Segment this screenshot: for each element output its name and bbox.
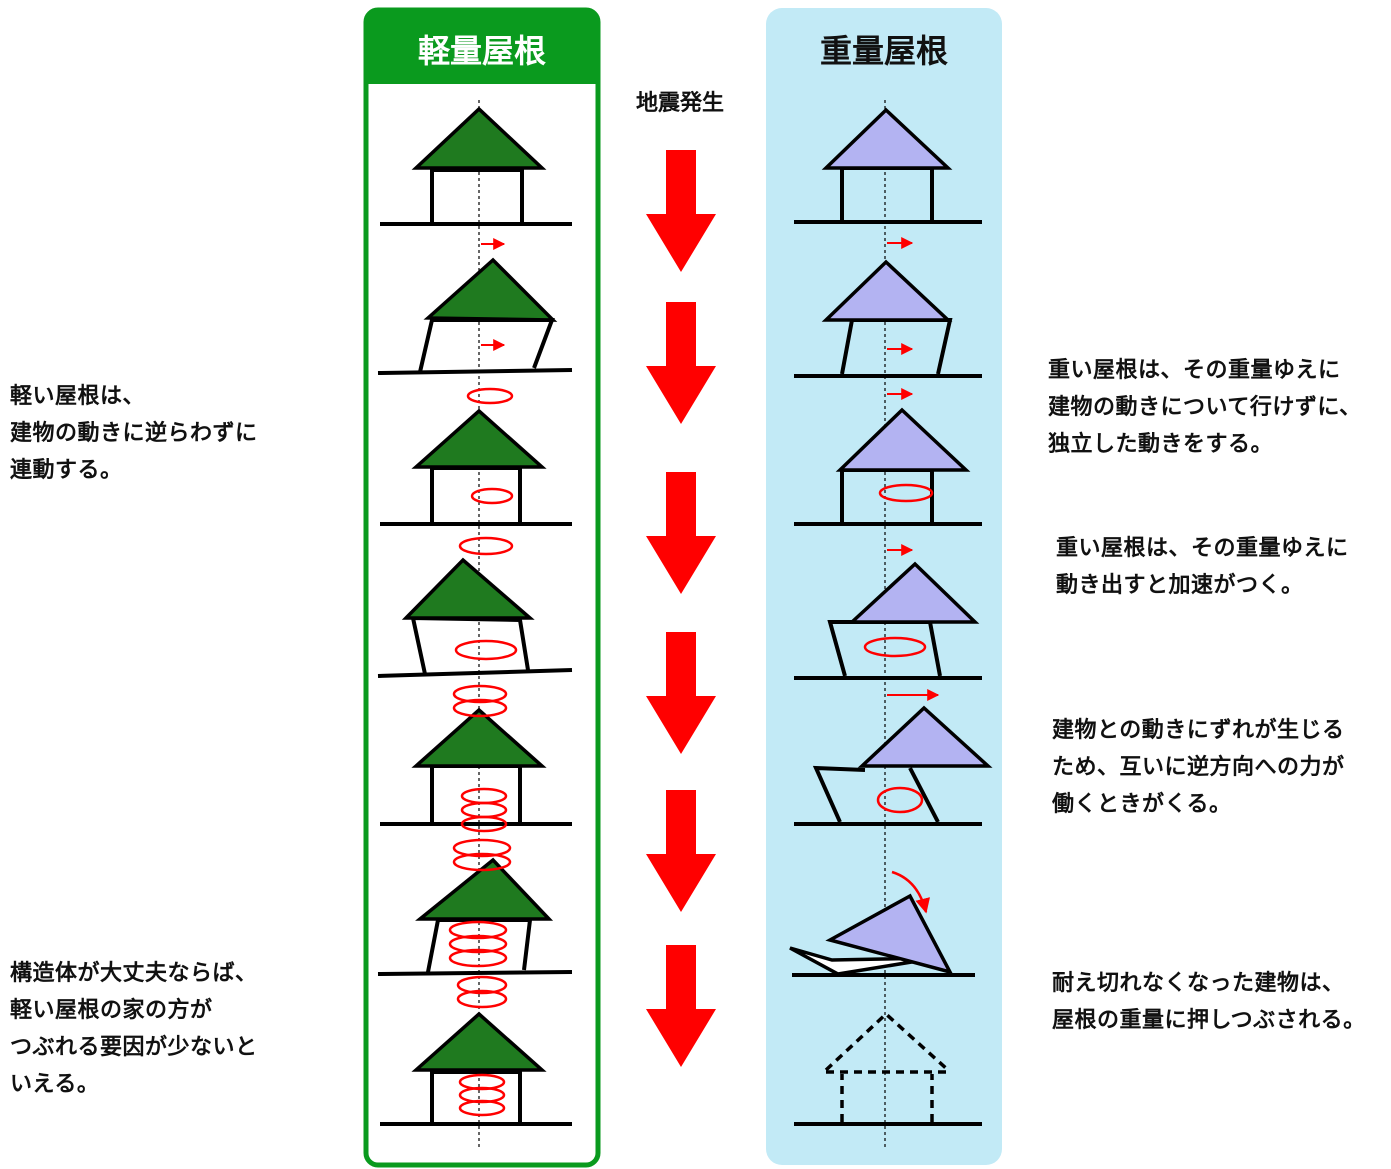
heavy-roof-title: 重量屋根 xyxy=(820,32,948,70)
light-roof-spring-arrows xyxy=(448,238,518,1117)
coil-loop xyxy=(448,920,508,940)
house-roof xyxy=(821,107,953,170)
coil-loop xyxy=(448,948,508,968)
house-walls xyxy=(430,168,524,222)
right-note-opposite-forces: 建物との動きにずれが生じる ため、互いに逆方向への力が 働くときがくる。 xyxy=(1052,718,1345,817)
coil-loop xyxy=(878,483,934,503)
house-roof xyxy=(825,893,954,975)
left-note-light-roof-follows: 軽い屋根は、 建物の動きに逆らわずに 連動する。 xyxy=(10,384,258,483)
earthquake-arrow-6 xyxy=(646,945,716,1067)
heavy-house-7 xyxy=(794,1011,982,1126)
light-coil-5 xyxy=(452,684,508,718)
house-roof xyxy=(411,1011,547,1072)
earthquake-arrow-3 xyxy=(646,472,716,594)
earthquake-label: 地震発生 xyxy=(636,91,724,116)
light-coil-3 xyxy=(458,536,514,556)
light-house-1 xyxy=(380,106,572,226)
house-roof xyxy=(401,557,535,620)
heavy-tilt-arrow xyxy=(891,870,930,914)
ground-line xyxy=(377,668,573,678)
earthquake-arrow-2 xyxy=(646,302,716,424)
right-note-acceleration: 重い屋根は、その重量ゆえに 動き出すと加速がつく。 xyxy=(1056,536,1349,598)
coil-loop xyxy=(452,684,508,704)
house-roof xyxy=(411,707,547,768)
light-house-6 xyxy=(377,857,573,976)
house-roof xyxy=(847,561,980,624)
light-roof-title: 軽量屋根 xyxy=(418,32,546,70)
earthquake-arrow-1 xyxy=(646,150,716,272)
ground-line xyxy=(377,970,573,976)
light-house-2 xyxy=(377,257,573,375)
house-walls xyxy=(430,1070,522,1122)
heavy-house-4 xyxy=(794,561,982,680)
ground-line xyxy=(377,368,573,375)
light-coil-1 xyxy=(466,387,514,405)
coil-loop xyxy=(863,636,927,658)
house-roof xyxy=(423,257,558,322)
light-coil-2 xyxy=(470,487,514,505)
house-roof xyxy=(857,705,993,768)
house-roof xyxy=(835,407,971,472)
heavy-roof-column: 重量屋根 xyxy=(766,8,1002,1165)
light-coil-9 xyxy=(456,975,508,1009)
coil-loop xyxy=(452,852,512,872)
light-coil-7 xyxy=(452,838,512,872)
heavy-house-5 xyxy=(794,705,993,826)
house-wall-left xyxy=(812,765,866,823)
heavy-coil-1 xyxy=(878,483,934,503)
coil-loop xyxy=(460,815,508,833)
house-roof xyxy=(411,106,547,170)
right-note-collapse: 耐え切れなくなった建物は、 屋根の重量に押しつぶされる。 xyxy=(1052,971,1366,1033)
house-wall-right xyxy=(908,767,940,823)
heavy-house-6 xyxy=(789,893,975,977)
light-house-5 xyxy=(380,707,572,826)
coil-loop xyxy=(876,786,924,814)
coil-loop xyxy=(448,934,508,954)
coil-loop xyxy=(458,1099,506,1117)
earthquake-arrows xyxy=(646,150,716,1067)
heavy-house-1 xyxy=(794,107,982,224)
heavy-roof-panel xyxy=(766,8,1002,1165)
coil-loop xyxy=(452,698,508,718)
light-house-3 xyxy=(380,408,572,526)
house-roof xyxy=(415,857,554,921)
heavy-coil-3 xyxy=(876,786,924,814)
house-roof xyxy=(411,408,547,469)
heavy-coil-2 xyxy=(863,636,927,658)
coil-loop xyxy=(454,639,518,661)
light-house-7 xyxy=(380,1011,572,1126)
coil-loop xyxy=(458,536,514,556)
heavy-house-2 xyxy=(794,259,982,378)
light-roof-column: 軽量屋根 xyxy=(363,7,601,1168)
coil-loop xyxy=(470,487,514,505)
heavy-roof-motion-marks xyxy=(863,237,940,914)
left-note-light-roof-conclusion: 構造体が大丈夫ならば、 軽い屋根の家の方が つぶれる要因が少ないと いえる。 xyxy=(10,961,258,1097)
light-house-4 xyxy=(377,557,573,678)
house-roof xyxy=(821,259,953,322)
light-coil-8 xyxy=(448,920,508,968)
light-coil-4 xyxy=(454,639,518,661)
light-roof-header xyxy=(366,10,598,84)
light-coil-10 xyxy=(458,1073,506,1117)
light-coil-6 xyxy=(460,787,508,833)
coil-loop xyxy=(466,387,514,405)
right-note-independent-motion: 重い屋根は、その重量ゆえに 建物の動きについて行けずに、 独立した動きをする。 xyxy=(1048,358,1362,457)
earthquake-arrow-5 xyxy=(646,790,716,912)
coil-loop xyxy=(456,989,508,1009)
light-roof-houses xyxy=(377,106,573,1126)
heavy-house-3 xyxy=(794,407,982,526)
coil-loop xyxy=(452,838,512,858)
heavy-roof-houses xyxy=(789,107,993,1126)
coil-loop xyxy=(456,975,508,995)
earthquake-arrow-4 xyxy=(646,632,716,754)
